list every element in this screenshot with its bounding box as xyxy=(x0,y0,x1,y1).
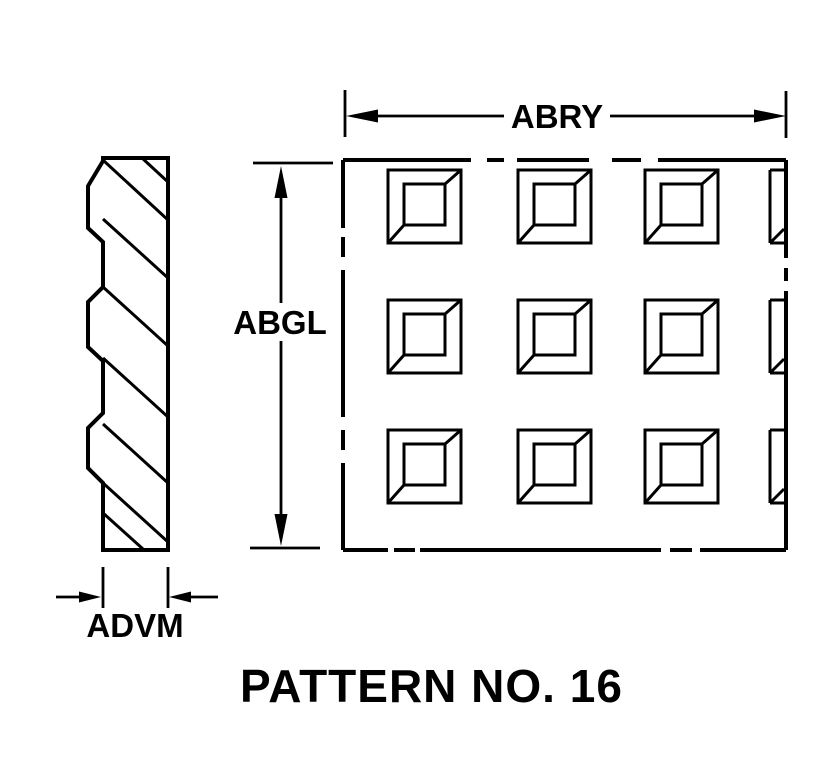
hatch-line xyxy=(101,422,170,485)
hatch-line xyxy=(140,156,170,184)
raised-square xyxy=(386,428,463,505)
hatch-line xyxy=(101,217,170,280)
raised-square xyxy=(516,428,593,505)
raised-square xyxy=(516,168,593,245)
raised-square-partial xyxy=(768,168,786,245)
hatch-line xyxy=(101,356,170,419)
hatch-line xyxy=(101,481,170,544)
dimension-height: ABGL xyxy=(233,161,333,550)
height-label: ABGL xyxy=(233,304,327,341)
raised-square xyxy=(643,428,720,505)
raised-square-partial xyxy=(768,298,786,375)
hatch-line xyxy=(102,159,170,222)
section-outline xyxy=(86,156,170,552)
raised-square xyxy=(516,298,593,375)
arrowhead-up-icon xyxy=(274,166,288,198)
arrowhead-right-icon xyxy=(79,591,101,603)
arrowhead-left-icon xyxy=(346,109,378,123)
arrowhead-left-icon xyxy=(169,591,191,603)
raised-square xyxy=(643,168,720,245)
hatch-line xyxy=(101,511,145,551)
raised-square xyxy=(386,168,463,245)
thickness-label: ADVM xyxy=(86,607,183,644)
section-hatching xyxy=(101,156,170,551)
raised-square-partial xyxy=(768,428,786,505)
plan-view xyxy=(341,158,788,552)
section-view xyxy=(86,156,170,552)
pattern-squares xyxy=(386,168,786,505)
raised-square xyxy=(643,298,720,375)
dimension-thickness: ADVM xyxy=(56,567,218,644)
hatch-line xyxy=(101,285,170,348)
dimension-width: ABRY xyxy=(343,90,788,138)
drawing-title: PATTERN NO. 16 xyxy=(240,660,623,712)
width-label: ABRY xyxy=(511,98,603,135)
arrowhead-right-icon xyxy=(754,109,786,123)
raised-square xyxy=(386,298,463,375)
arrowhead-down-icon xyxy=(274,514,288,546)
